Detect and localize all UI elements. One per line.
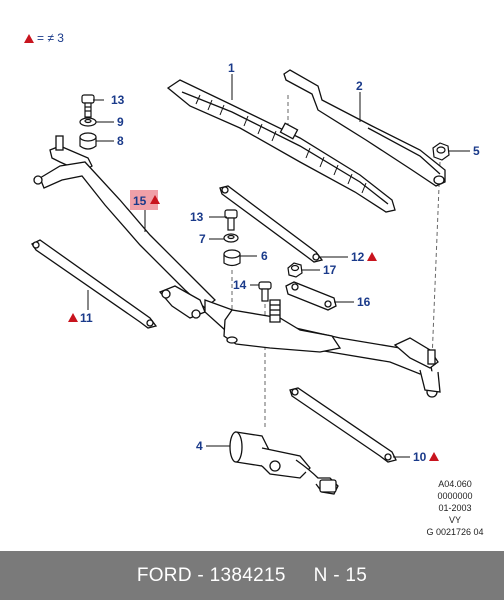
link-rod-11 [31, 239, 158, 329]
callout-5: 5 [473, 144, 480, 158]
nut-5 [432, 142, 450, 161]
callout-13-left: 13 [111, 93, 125, 107]
callout-15: 15 [133, 194, 147, 208]
highlight-15 [130, 190, 158, 210]
variant-triangles [68, 195, 439, 461]
bolt-13-middle [224, 209, 238, 231]
triangle-icon [24, 33, 34, 43]
wiper-motor-4 [229, 431, 339, 495]
bushing-6 [223, 249, 241, 267]
callout-labels: 1 2 4 5 6 7 8 9 10 11 12 13 13 14 15 16 … [80, 61, 480, 464]
wiper-blade [166, 79, 396, 213]
crank-plate-16 [285, 281, 337, 311]
callout-16: 16 [357, 295, 371, 309]
ref-line-5: G 0021726 04 [426, 527, 484, 537]
footer-gap [286, 565, 314, 587]
leader-lines [87, 74, 470, 458]
linkage-frame [33, 135, 441, 398]
footer-brand: FORD [136, 564, 192, 586]
callout-14: 14 [233, 278, 247, 292]
callout-11: 11 [80, 311, 93, 325]
triangle-icon [429, 452, 439, 461]
callout-10: 10 [413, 450, 427, 464]
wiper-linkage-diagram: 1 2 4 5 6 7 8 9 10 11 12 13 13 14 15 16 … [31, 61, 480, 495]
bolt-14 [258, 281, 272, 302]
reference-block: A04.060 0000000 01-2003 VY G 0021726 04 [405, 478, 504, 538]
ref-line-2: 0000000 [437, 491, 473, 501]
bushing-8 [79, 132, 97, 150]
legend: = ≠ 3 [24, 31, 64, 45]
ref-line-4: VY [448, 515, 461, 525]
footer-bar: FORD - 1384215 N - 15 [0, 551, 504, 600]
callout-8: 8 [117, 134, 124, 148]
wiper-arm [283, 69, 446, 187]
link-rod-12 [219, 185, 324, 263]
washer-7 [223, 233, 239, 243]
footer-separator: - [191, 564, 210, 586]
triangle-icon [68, 313, 78, 322]
callout-2: 2 [356, 79, 363, 93]
link-rod-10 [289, 387, 397, 463]
legend-text: = ≠ 3 [37, 31, 64, 45]
callout-17: 17 [323, 263, 337, 277]
triangle-icon [367, 252, 377, 261]
callout-4: 4 [196, 439, 203, 453]
triangle-icon [150, 195, 160, 204]
footer-part-number: 1384215 [209, 564, 286, 586]
bolt-13-left [81, 94, 95, 118]
callout-1: 1 [228, 61, 235, 75]
callout-12: 12 [351, 250, 365, 264]
callout-7: 7 [199, 232, 206, 246]
footer-position: N - 15 [313, 564, 368, 586]
callout-13-middle: 13 [190, 210, 204, 224]
ref-line-1: A04.060 [438, 479, 472, 489]
ref-line-3: 01-2003 [438, 503, 472, 513]
washer-9 [79, 117, 97, 127]
callout-9: 9 [117, 115, 124, 129]
callout-6: 6 [261, 249, 268, 263]
nut-17 [287, 262, 303, 278]
